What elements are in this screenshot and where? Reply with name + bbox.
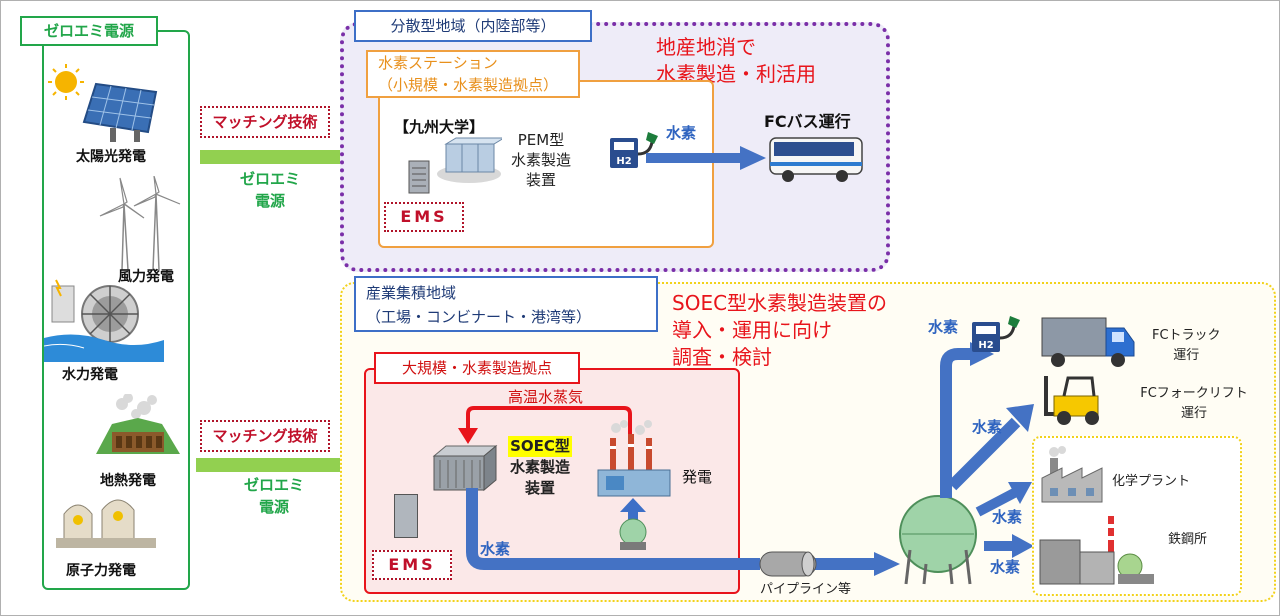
fc-bus-label: FCバス運行	[764, 112, 851, 131]
source-wind-label: 風力発電	[118, 269, 174, 285]
steam-label: 高温水蒸気	[508, 388, 584, 406]
hydrogen-label-top: 水素	[666, 124, 697, 142]
ems-server-icon-top	[408, 160, 430, 194]
matching-tech-bottom-badge: マッチング技術	[200, 420, 330, 452]
hydrogen-pipe-label: 水素	[480, 540, 511, 558]
h2-dispenser-icon-bottom: H2	[972, 316, 1020, 352]
hydrogen-to-forklift-arrow	[947, 404, 1034, 491]
hydrogen-storage-sphere	[899, 495, 977, 585]
hydrogen-steel-label: 水素	[990, 558, 1021, 576]
large-scale-base-title: 大規模・水素製造拠点	[374, 352, 580, 384]
chemical-plant-label: 化学プラント	[1112, 474, 1191, 489]
source-solar-label: 太陽光発電	[76, 149, 146, 165]
svg-text:H2: H2	[616, 156, 631, 167]
hydrogen-station-title: 水素ステーション（小規模・水素製造拠点）	[366, 50, 580, 98]
nuclear-plant-icon	[56, 499, 156, 548]
pem-label: PEM型水素製造装置	[510, 131, 571, 189]
soec-electrolyzer-icon	[432, 444, 498, 492]
hydrogen-forklift-label: 水素	[972, 418, 1003, 436]
industrial-note: SOEC型水素製造装置の導入・運用に向け調査・検討	[672, 291, 888, 369]
zero-emi-top-label: ゼロエミ電源	[239, 170, 300, 210]
wind-turbine-icon	[99, 176, 181, 271]
pem-electrolyzer-icon	[437, 137, 502, 183]
hydro-power-icon	[44, 279, 164, 362]
kyushu-university-label: 【九州大学】	[394, 118, 485, 136]
pipeline-label: パイプライン等	[760, 582, 852, 597]
source-geothermal-label: 地熱発電	[100, 473, 156, 489]
zero-emi-bottom-label: ゼロエミ電源	[243, 476, 304, 516]
power-plant-icon	[597, 420, 671, 497]
power-generation-label: 発電	[682, 468, 713, 486]
distributed-title: 分散型地域（内陸部等）	[354, 10, 592, 42]
steam-up-arrow	[620, 498, 646, 522]
fc-forklift-label: FCフォークリフト運行	[1140, 386, 1248, 421]
steel-mill-icon	[1039, 516, 1154, 585]
ems-badge-bottom: EMS	[372, 550, 452, 580]
fc-truck-label: FCトラック運行	[1152, 328, 1221, 363]
industrial-title: 産業集積地域（工場・コンビナート・港湾等）	[354, 276, 658, 332]
hydrogen-chem-label: 水素	[992, 508, 1023, 526]
hydrogen-arrow-to-bus	[646, 146, 766, 170]
solar-panel-icon	[48, 64, 158, 142]
hydrogen-truck-label: 水素	[928, 318, 959, 336]
hydrogen-to-chem-arrow	[975, 482, 1032, 517]
small-tank-icon	[619, 518, 647, 550]
chemical-plant-icon	[1041, 446, 1103, 503]
soec-label: SOEC型 水素製造 装置	[508, 436, 572, 497]
fc-bus-icon	[769, 137, 863, 182]
matching-tech-top-badge: マッチング技術	[200, 106, 330, 138]
sources-title: ゼロエミ電源	[20, 16, 158, 46]
steam-return-arrow	[458, 406, 632, 446]
hydrogen-to-steel-arrow	[984, 534, 1034, 558]
hydrogen-pipe-arrow	[466, 488, 900, 577]
steel-mill-label: 鉄鋼所	[1168, 532, 1208, 547]
fc-forklift-icon	[1044, 376, 1099, 425]
ems-server-icon-bottom	[394, 494, 418, 538]
svg-text:H2: H2	[978, 340, 993, 351]
source-hydro-label: 水力発電	[62, 367, 118, 383]
geothermal-icon	[96, 394, 180, 454]
ems-badge-top: EMS	[384, 202, 464, 232]
h2-dispenser-icon-top: H2	[610, 132, 658, 168]
fc-truck-icon	[1041, 317, 1135, 367]
source-nuclear-label: 原子力発電	[66, 563, 136, 579]
